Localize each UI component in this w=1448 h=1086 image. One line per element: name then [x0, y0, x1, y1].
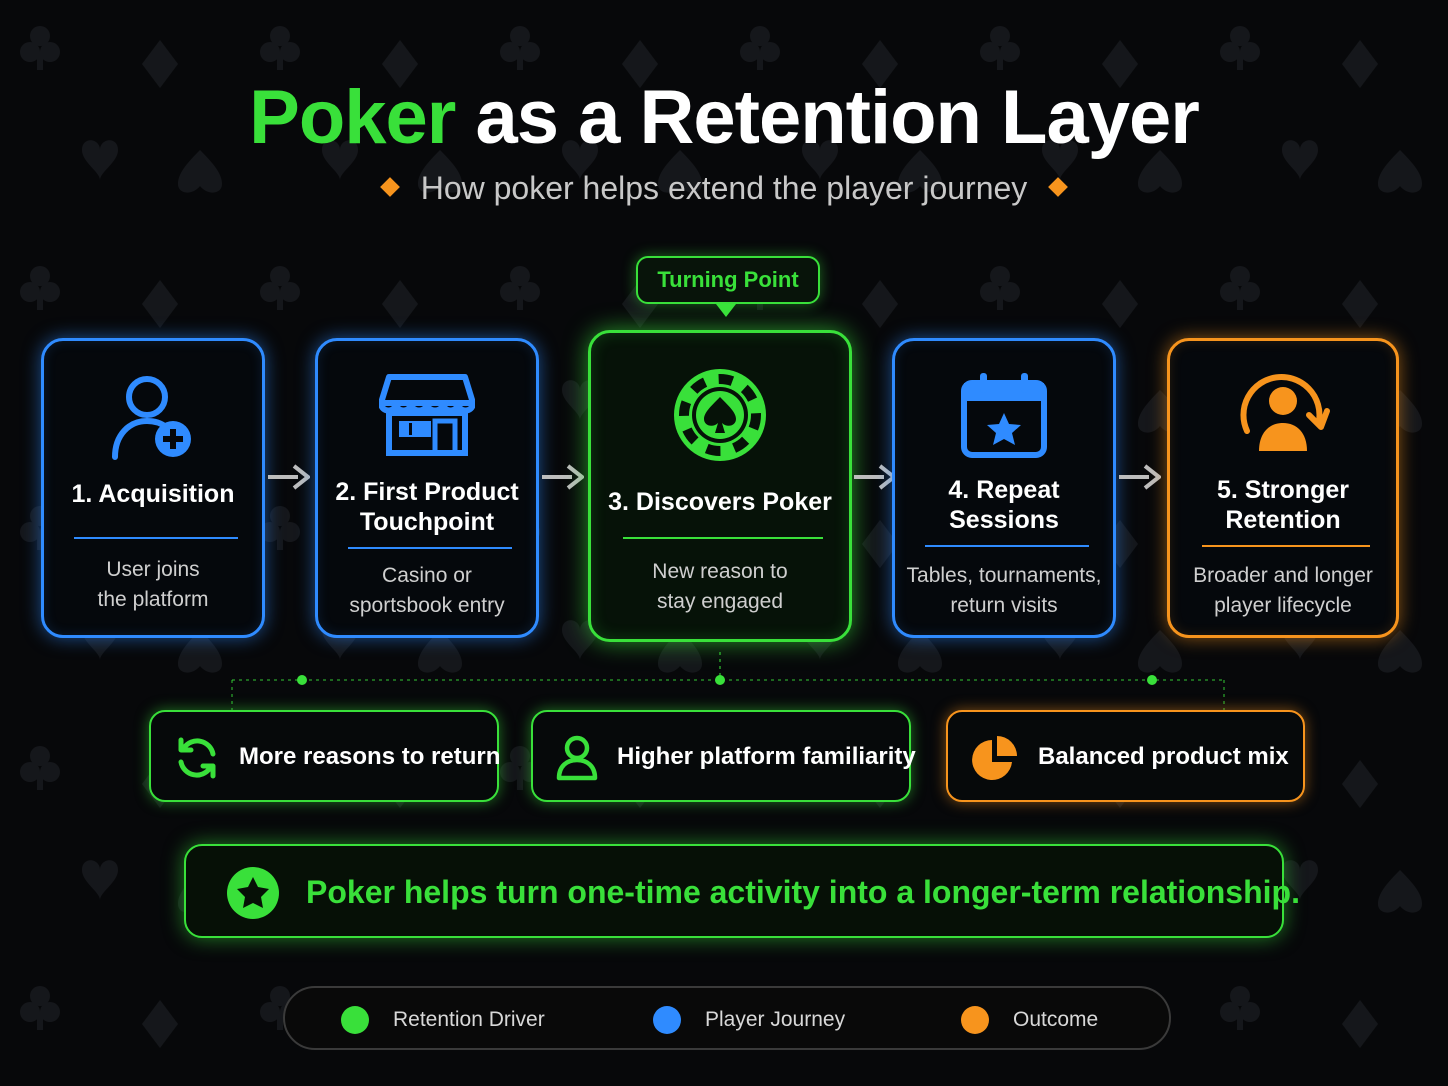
step-heading: 1. Acquisition — [71, 480, 235, 508]
benefit-more-reasons: More reasons to return — [149, 710, 501, 802]
poker-chip-spade-icon — [674, 369, 766, 461]
arrow-right-icon — [542, 464, 584, 490]
step-description-line: sportsbook entry — [349, 594, 505, 617]
diamond-icon-right — [1048, 176, 1069, 197]
legend-dot — [961, 1006, 989, 1034]
arrow-right-icon — [268, 464, 310, 490]
step-heading: 3. Discovers Poker — [608, 488, 832, 516]
arrow-right-icon — [1119, 464, 1161, 490]
summary-banner: Poker helps turn one-time activity into … — [184, 844, 1300, 938]
step-description-line: Casino or — [382, 564, 472, 587]
connector-node — [297, 675, 307, 685]
step-divider — [74, 537, 238, 539]
page-title: Poker as a Retention Layer — [0, 74, 1448, 161]
arrow-right-icon — [854, 464, 896, 490]
benefit-platform-familiarity: Higher platform familiarity — [531, 710, 916, 802]
step-divider — [623, 537, 823, 539]
step-description-line: Tables, tournaments, — [906, 564, 1102, 587]
calendar-star-icon — [961, 373, 1047, 458]
step-description-line: Broader and longer — [1193, 564, 1373, 587]
diamond-icon-left — [379, 176, 400, 197]
turning-point-pointer — [716, 304, 736, 317]
user-cycle-icon — [1240, 374, 1330, 451]
step-heading-line-2: Retention — [1225, 506, 1341, 534]
pie-chart-icon — [972, 736, 1017, 780]
step-card-stronger-retention: 5. Stronger Retention Broader and longer… — [1167, 338, 1399, 638]
legend-dot — [341, 1006, 369, 1034]
step-description-line: User joins — [106, 558, 200, 581]
step-divider — [1202, 545, 1370, 547]
connector-node — [715, 675, 725, 685]
step-divider — [925, 545, 1089, 547]
benefit-label: More reasons to return — [239, 743, 501, 770]
step-heading-line-2: Touchpoint — [359, 508, 495, 536]
legend-item-outcome: Outcome — [961, 1006, 1141, 1034]
user-add-icon — [112, 376, 191, 460]
legend-label: Retention Driver — [393, 1008, 545, 1031]
step-description-line: the platform — [97, 588, 209, 611]
step-description-line: player lifecycle — [1214, 594, 1352, 617]
step-card-first-product: 2. First Product Touchpoint Casino or sp… — [315, 338, 539, 638]
step-description-line: New reason to — [652, 560, 788, 583]
benefit-balanced-mix: Balanced product mix — [946, 710, 1305, 802]
subtitle-text: How poker helps extend the player journe… — [420, 170, 1028, 206]
summary-text: Poker helps turn one-time activity into … — [306, 874, 1300, 910]
step-divider — [348, 547, 512, 549]
turning-point-label: Turning Point — [636, 256, 820, 304]
subtitle: How poker helps extend the player journe… — [0, 170, 1448, 207]
legend-label: Outcome — [1013, 1008, 1099, 1031]
step-card-acquisition: 1. Acquisition User joins the platform — [41, 338, 265, 638]
storefront-icon — [379, 374, 475, 456]
step-heading: 4. Repeat — [948, 476, 1060, 504]
step-card-repeat-sessions: 4. Repeat Sessions Tables, tournaments, … — [892, 338, 1116, 638]
step-heading-line-2: Sessions — [949, 506, 1059, 534]
step-description-line: stay engaged — [656, 590, 784, 613]
connector-node — [1147, 675, 1157, 685]
user-icon — [556, 735, 598, 781]
title-accent: Poker — [249, 75, 456, 160]
legend-item-player-journey: Player Journey — [653, 1006, 893, 1034]
refresh-icon — [178, 737, 216, 779]
step-description-line: return visits — [950, 594, 1058, 617]
star-badge-icon — [227, 867, 279, 919]
legend-dot — [653, 1006, 681, 1034]
legend-item-retention-driver: Retention Driver — [341, 1006, 581, 1034]
legend-label: Player Journey — [705, 1008, 846, 1031]
step-card-discovers-poker: 3. Discovers Poker New reason to stay en… — [588, 330, 852, 642]
benefit-label: Balanced product mix — [1038, 743, 1289, 770]
title-rest: as a Retention Layer — [475, 75, 1199, 160]
step-heading: 2. First Product — [335, 478, 519, 506]
benefit-label: Higher platform familiarity — [617, 743, 916, 770]
step-heading: 5. Stronger — [1217, 476, 1349, 504]
legend: Retention Driver Player Journey Outcome — [283, 986, 1171, 1050]
